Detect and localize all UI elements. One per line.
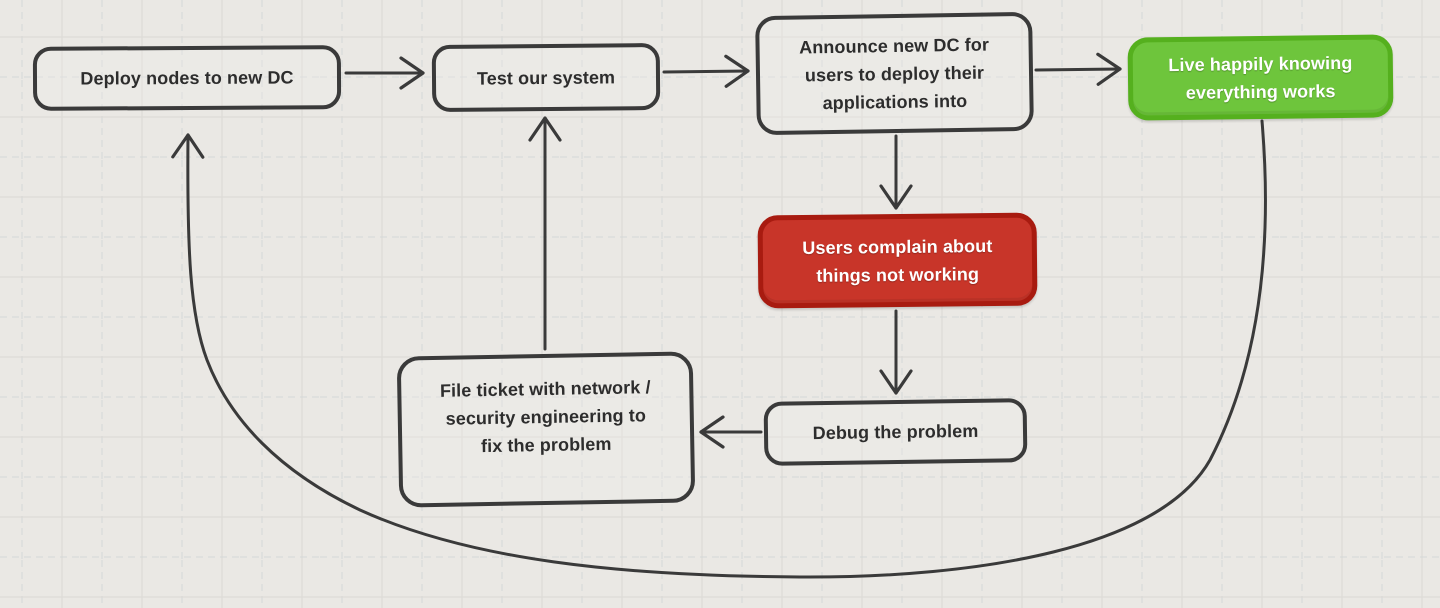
node-label: File ticket with network /	[439, 376, 651, 401]
edge-live-to-deploy	[171, 119, 1267, 579]
node-label: everything works	[1185, 80, 1336, 103]
node-label: things not working	[816, 263, 980, 286]
node-label: Announce new DC for	[798, 34, 990, 57]
node-test-system: Test our system	[431, 43, 661, 112]
edge-announce-to-live	[1034, 52, 1122, 86]
node-deploy-nodes: Deploy nodes to new DC	[32, 45, 342, 111]
node-label: Test our system	[476, 66, 616, 89]
node-live-happily: Live happily knowing everything works	[1127, 34, 1394, 121]
node-file-ticket: File ticket with network / security engi…	[396, 351, 696, 508]
node-users-complain: Users complain about things not working	[757, 212, 1038, 309]
edge-test-to-announce	[662, 54, 750, 88]
node-label: users to deploy their	[804, 62, 985, 85]
node-label: Deploy nodes to new DC	[80, 67, 294, 89]
node-label: Users complain about	[802, 235, 993, 258]
node-label: security engineering to	[445, 404, 647, 429]
node-announce-dc: Announce new DC for users to deploy thei…	[755, 11, 1034, 136]
node-label: applications into	[822, 90, 968, 113]
node-debug-problem: Debug the problem	[763, 398, 1028, 466]
node-label: fix the problem	[480, 433, 612, 456]
node-label: Live happily knowing	[1168, 52, 1353, 75]
node-label: Debug the problem	[812, 420, 979, 444]
